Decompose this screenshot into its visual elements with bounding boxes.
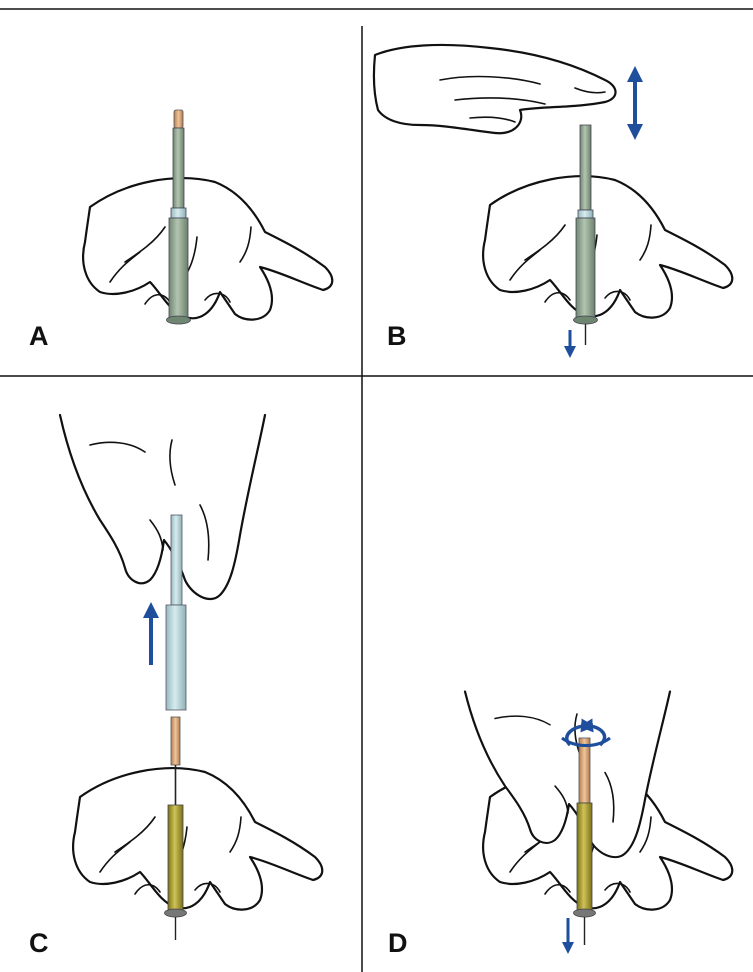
panel-d-label: D — [388, 928, 408, 958]
panel-c-upper-hand — [60, 415, 265, 599]
panel-c-label: C — [29, 928, 49, 958]
panel-d: D — [388, 692, 732, 959]
panel-c: C — [29, 415, 322, 958]
panel-c-hand — [73, 768, 322, 909]
panel-a: A — [29, 110, 332, 351]
panel-c-needle — [165, 717, 187, 940]
panel-b-tapping-hand — [374, 45, 616, 133]
panel-b-label: B — [387, 321, 407, 351]
panel-b-hand — [483, 176, 732, 317]
panel-b: B — [374, 45, 732, 352]
panel-a-hand — [83, 178, 332, 319]
panel-b-guide-tube — [574, 125, 598, 345]
panel-a-label: A — [29, 321, 49, 351]
